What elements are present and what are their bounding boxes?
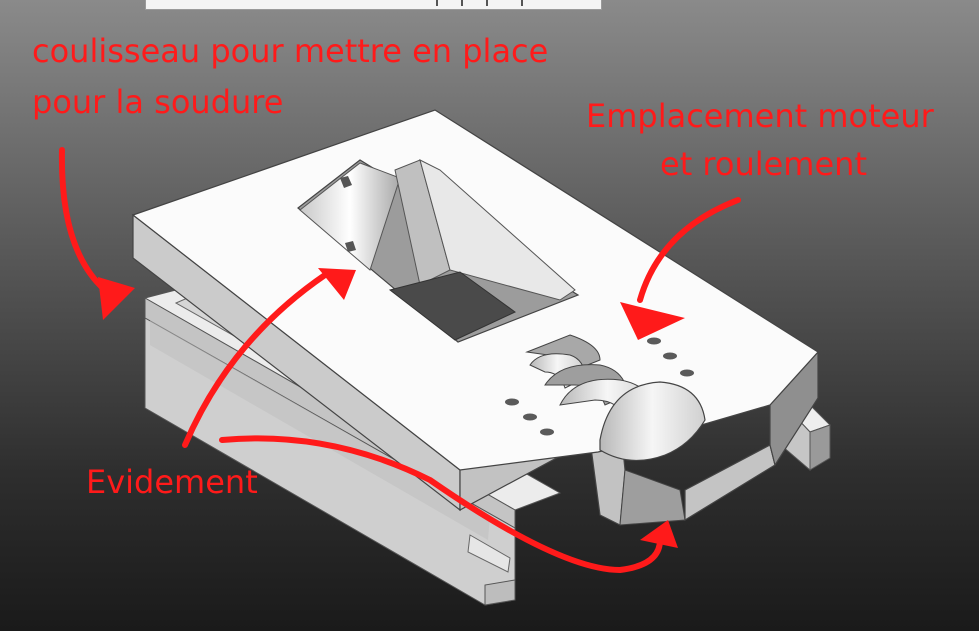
label-motor-line1: Emplacement moteur	[586, 97, 934, 135]
arrow-hollow-notch	[219, 435, 663, 574]
arrowhead-motor	[620, 302, 685, 340]
arrow-slider	[58, 147, 108, 293]
arrow-motor	[637, 197, 741, 303]
strip-tick	[461, 0, 463, 6]
arrowhead-hollow-notch	[640, 520, 678, 548]
label-motor-line2: et roulement	[660, 145, 867, 183]
strip-tick	[521, 0, 523, 6]
label-slider-line1: coulisseau pour mettre en place	[32, 32, 549, 70]
label-hollow: Evidement	[86, 463, 258, 501]
strip-tick	[436, 0, 438, 6]
motor-bearing-seat	[525, 334, 706, 462]
central-pocket	[297, 159, 580, 343]
label-slider-line2: pour la soudure	[32, 83, 284, 121]
annotation-arrows	[58, 147, 741, 574]
strip-tick	[486, 0, 488, 6]
fixing-holes	[505, 337, 694, 436]
arrowhead-hollow-pocket	[318, 268, 356, 300]
top-toolbar-strip	[145, 0, 602, 10]
arrowhead-slider	[98, 277, 135, 320]
arrow-hollow-pocket	[182, 272, 328, 448]
